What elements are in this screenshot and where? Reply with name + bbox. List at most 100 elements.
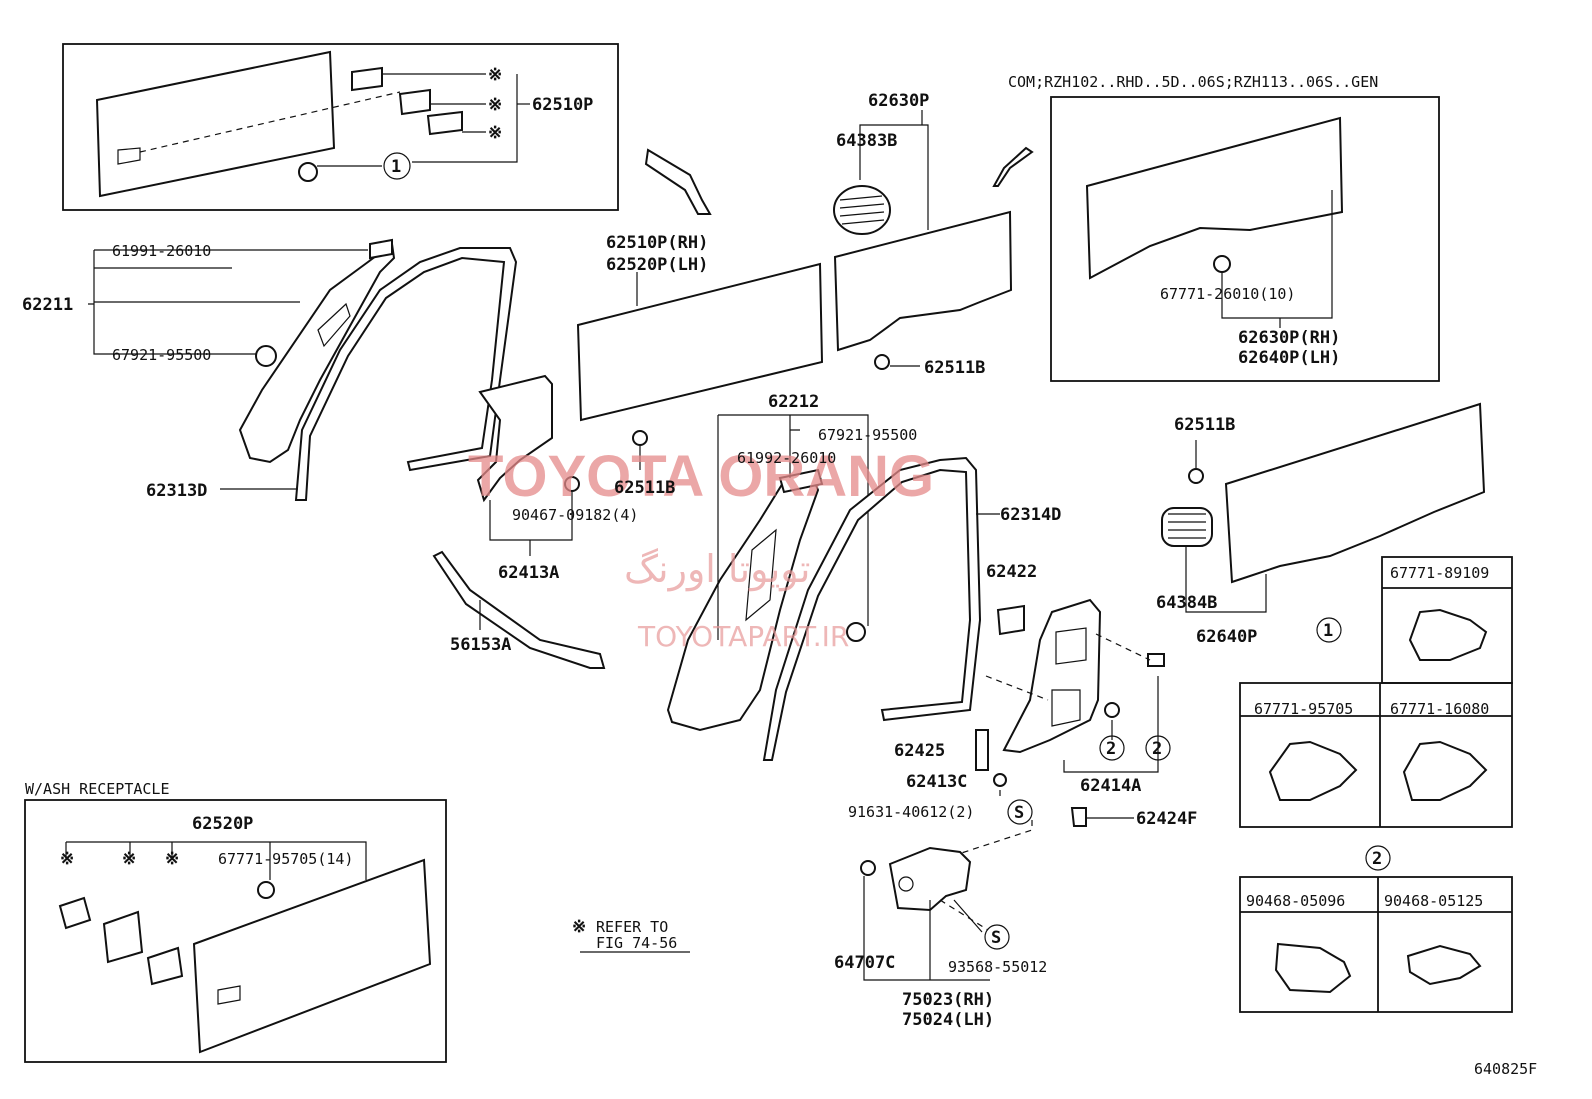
cover-62422 [996, 604, 1025, 636]
clip-67921-a [255, 345, 277, 367]
label-refer-to: REFER TO [596, 918, 668, 936]
label-62413a: 62413A [498, 563, 559, 583]
label-62520p-lh: 62520P(LH) [606, 255, 708, 275]
table2-item-05125: 90468-05125 [1384, 892, 1483, 910]
inset-box-top-right [1050, 96, 1440, 382]
clip-icon-89109 [1408, 608, 1488, 661]
clip-table-1 [1239, 556, 1513, 828]
label-62212: 62212 [768, 392, 819, 412]
watermark-main: TOYOTA ORANG [468, 444, 934, 509]
label-62511b-a: 62511B [924, 358, 985, 378]
marker-circle-1-table: 1 [1323, 621, 1333, 641]
clip-icon-95705 [1268, 740, 1358, 801]
label-62211: 62211 [22, 295, 73, 315]
marker-circle-2-table: 2 [1372, 849, 1382, 869]
ref-mark-1: ※ [488, 65, 502, 85]
side-panel-center [576, 262, 824, 422]
ref-mark-6: ※ [165, 849, 179, 869]
screw-90467 [564, 476, 580, 492]
label-75024-lh: 75024(LH) [902, 1010, 994, 1030]
table1-item-95705: 67771-95705 [1254, 700, 1353, 718]
dashed-leader [139, 91, 401, 153]
table1-item-89109: 67771-89109 [1390, 564, 1489, 582]
side-panel-right-62640p [1224, 402, 1486, 584]
label-64383b: 64383B [836, 131, 897, 151]
marker-s-1: S [1014, 803, 1024, 823]
watermark-farsi: تویوتا اورنگ [624, 547, 811, 592]
label-62422: 62422 [986, 562, 1037, 582]
label-67921-95500-a: 67921-95500 [112, 346, 211, 364]
label-67771-26010: 67771-26010(10) [1160, 285, 1295, 303]
label-62414a: 62414A [1080, 776, 1141, 796]
panel-cutout [117, 147, 141, 165]
ash-part-b [102, 910, 144, 964]
door-weatherstrip-62313d [294, 247, 518, 501]
label-61992-26010: 61992-26010 [737, 449, 836, 467]
clip-62511b-c [1188, 468, 1204, 484]
label-62510p-rh: 62510P(RH) [606, 233, 708, 253]
fastener-clip [298, 162, 318, 182]
label-93568-55012: 93568-55012 [948, 958, 1047, 976]
front-pillar-garnish-62211 [238, 242, 396, 464]
ash-part-c [146, 946, 184, 986]
speaker-grille-64384b [1161, 507, 1213, 547]
label-91631-40612: 91631-40612(2) [848, 803, 974, 821]
label-75023-rh: 75023(RH) [902, 990, 994, 1010]
ash-part-a [58, 896, 92, 930]
ref-mark-note: ※ [572, 917, 586, 937]
label-62313d: 62313D [146, 481, 207, 501]
clip-icon-16080 [1402, 740, 1488, 801]
ref-mark-3: ※ [488, 123, 502, 143]
label-62640p-lh: 62640P(LH) [1238, 348, 1340, 368]
arrow-right-curve [644, 148, 712, 215]
speaker-grille-64383b [833, 185, 891, 235]
part-62424f [1070, 807, 1087, 827]
label-64707c: 64707C [834, 953, 895, 973]
part-62413c [993, 773, 1007, 787]
clip-icon-05096 [1274, 942, 1352, 994]
label-62640p: 62640P [1196, 627, 1257, 647]
cap-61991 [369, 238, 393, 260]
label-62425: 62425 [894, 741, 945, 761]
marker-circle-2-a: 2 [1106, 739, 1116, 759]
label-ash-receptacle: W/ASH RECEPTACLE [25, 780, 170, 798]
label-62424f: 62424F [1136, 809, 1197, 829]
label-62314d: 62314D [1000, 505, 1061, 525]
clip-part-a [351, 66, 383, 92]
clip-icon-05125 [1406, 944, 1482, 986]
marker-circle-1-top: 1 [391, 157, 401, 177]
table2-item-05096: 90468-05096 [1246, 892, 1345, 910]
label-62511b-c: 62511B [1174, 415, 1235, 435]
side-panel-center-right [833, 210, 1013, 352]
inset-box-ash-receptacle [24, 799, 447, 1063]
clip-64707c [860, 860, 876, 876]
watermark-site: TOYOTAPART.IR [637, 620, 849, 653]
clip-part-c [426, 110, 463, 136]
cap-61992 [778, 468, 824, 494]
ref-mark-2: ※ [488, 95, 502, 115]
scuff-plate-56153a [432, 550, 606, 669]
label-62511b-b: 62511B [614, 478, 675, 498]
label-fig-74-56: FIG 74-56 [596, 934, 677, 952]
label-67921-95500-b: 67921-95500 [818, 426, 917, 444]
ref-mark-5: ※ [122, 849, 136, 869]
bracket-75023 [888, 846, 972, 912]
clip-62511b-b [874, 354, 890, 370]
label-62630p-rh: 62630P(RH) [1238, 328, 1340, 348]
label-com-note: COM;RZH102..RHD..5D..06S;RZH113..06S..GE… [1008, 73, 1378, 91]
marker-circle-2-b: 2 [1152, 739, 1162, 759]
label-62630p: 62630P [868, 91, 929, 111]
panel-ash-receptacle [192, 858, 432, 1054]
rear-panel-inset [1085, 116, 1344, 280]
table1-item-16080: 67771-16080 [1390, 700, 1489, 718]
label-67771-95705-14: 67771-95705(14) [218, 850, 353, 868]
ref-mark-4: ※ [60, 849, 74, 869]
clip-right [1147, 653, 1165, 667]
quarter-trim-62414a [1002, 598, 1102, 754]
clip-67921-b [846, 622, 866, 642]
clip-part-b [398, 88, 431, 116]
label-62413c: 62413C [906, 772, 967, 792]
label-64384b: 64384B [1156, 593, 1217, 613]
clip-table-2 [1239, 876, 1513, 1013]
